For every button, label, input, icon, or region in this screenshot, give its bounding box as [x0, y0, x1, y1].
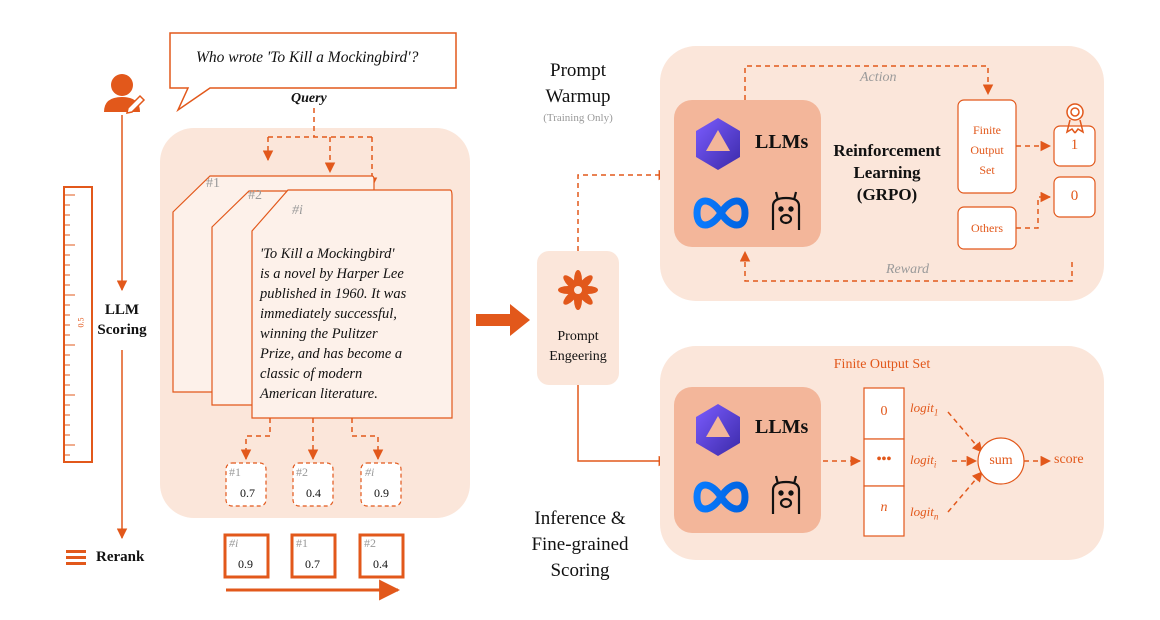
- ranked-value-2: 0.7: [305, 557, 320, 571]
- qwen-logo-icon: [696, 118, 740, 170]
- rl-grpo-label: Reinforcement Learning (GRPO): [833, 141, 941, 204]
- output-cell-n: n: [880, 500, 888, 515]
- big-right-arrow: [476, 304, 530, 336]
- card-label-i: #i: [292, 203, 303, 218]
- llama-logo-icon: [771, 475, 801, 514]
- score-label: score: [1054, 452, 1084, 467]
- score-box-1: [225, 462, 267, 507]
- score-value-2: 0.4: [306, 486, 321, 500]
- output-set-column: [863, 387, 905, 537]
- reward-one-box: [1053, 125, 1096, 167]
- card-label-2: #2: [248, 188, 262, 203]
- card-label-1: #1: [206, 176, 220, 191]
- reward-arrow: [739, 250, 1073, 282]
- ranked-label-2: #1: [296, 536, 308, 550]
- meta-logo-icon: [693, 197, 749, 229]
- user-icon: [104, 74, 146, 114]
- prompt-engineering-box: [537, 251, 619, 385]
- score-label-1: #1: [229, 465, 241, 479]
- output-cell-ellipsis: •••: [876, 452, 892, 467]
- ranked-box-2: [290, 533, 337, 579]
- query-label: Query: [291, 91, 327, 106]
- score-value-i: 0.9: [374, 486, 389, 500]
- score-box-i: [360, 462, 402, 507]
- reward-one-label: 1: [1070, 137, 1079, 153]
- score-label-i: #i: [365, 465, 375, 479]
- asterisk-icon: [558, 270, 598, 310]
- ranked-box-1: [223, 533, 270, 579]
- finite-output-set-label: Finite Output Set: [970, 123, 1004, 177]
- action-arrow: [744, 65, 994, 100]
- llm-scoring-label: LLM Scoring: [97, 302, 147, 338]
- passage-text: 'To Kill a Mockingbird' is a novel by Ha…: [260, 246, 407, 402]
- ruler-mid-label: 0.5: [76, 317, 86, 328]
- logit-1-label: logit1: [910, 400, 939, 418]
- inference-label: Inference & Fine-grained Scoring: [531, 508, 629, 581]
- ranked-box-3: [358, 533, 405, 579]
- query-fanout-arrows: [262, 108, 378, 189]
- ranked-label-3: #2: [364, 536, 376, 550]
- award-icon: [1065, 103, 1085, 134]
- sum-label: sum: [989, 453, 1013, 468]
- query-speech-bubble: [169, 32, 457, 113]
- output-cell-0: 0: [880, 404, 888, 419]
- others-label: Others: [971, 221, 1003, 235]
- logit-i-label: logiti: [910, 452, 937, 470]
- action-label: Action: [860, 70, 897, 85]
- to-inference-arrow: [577, 385, 670, 467]
- document-card-i: [251, 189, 453, 419]
- others-to-zero-arrow: [1016, 191, 1052, 229]
- ranked-value-3: 0.4: [373, 557, 388, 571]
- menu-icon: [66, 550, 86, 565]
- qwen-logo-icon: [696, 404, 740, 456]
- logit-to-sum-arrows: [947, 411, 983, 513]
- prompt-warmup-label: Prompt Warmup: [545, 60, 611, 107]
- score-value-1: 0.7: [240, 486, 255, 500]
- meta-logo-icon: [693, 481, 749, 513]
- prompt-engineering-label: Prompt Engeering: [549, 329, 607, 364]
- reward-zero-box: [1053, 176, 1096, 218]
- score-box-2: [292, 462, 334, 507]
- rl-llms-label: LLMs: [755, 131, 809, 153]
- reward-label: Reward: [886, 262, 930, 277]
- llama-logo-icon: [771, 191, 801, 230]
- reward-zero-label: 0: [1070, 188, 1079, 204]
- rerank-label: Rerank: [96, 549, 145, 565]
- training-only-note: (Training Only): [543, 112, 613, 124]
- ranked-value-1: 0.9: [238, 557, 253, 571]
- query-text: Who wrote 'To Kill a Mockingbird'?: [196, 49, 419, 66]
- inference-llms-label: LLMs: [755, 416, 809, 438]
- logit-n-label: logitn: [910, 504, 939, 522]
- score-label-2: #2: [296, 465, 308, 479]
- to-rl-arrow: [577, 169, 670, 251]
- score-ruler: [63, 186, 93, 463]
- finite-output-set-title: Finite Output Set: [833, 357, 931, 372]
- doc-score-arrows: [240, 418, 384, 461]
- ranked-label-1: #i: [229, 536, 239, 550]
